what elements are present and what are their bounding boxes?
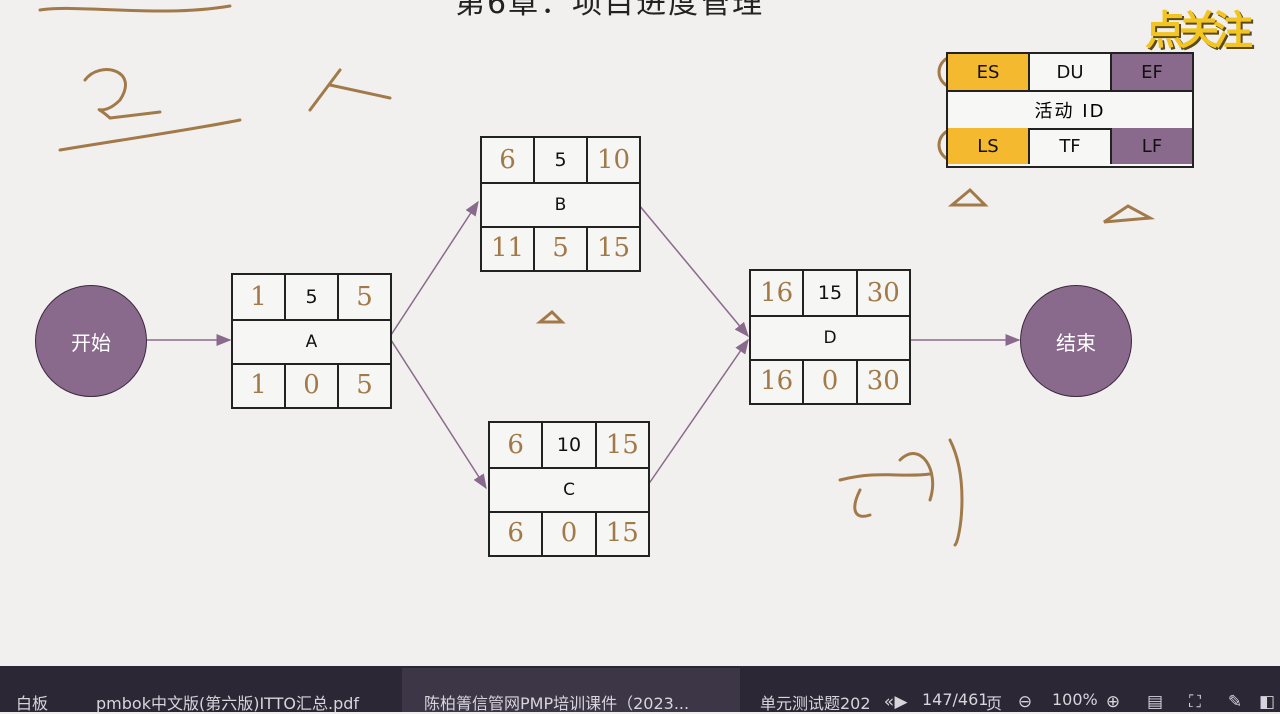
legend-lf: LF <box>1112 128 1192 164</box>
follow-watermark: 点关注 <box>1145 8 1253 54</box>
node-a-ls: 1 <box>233 363 286 407</box>
tab-itto-pdf[interactable]: pmbok中文版(第六版)ITTO汇总.pdf <box>96 694 360 713</box>
node-b-id: B <box>482 182 639 228</box>
node-b-tf: 5 <box>535 226 588 270</box>
legend-tf: TF <box>1030 128 1112 164</box>
node-d-ls: 16 <box>751 359 805 403</box>
zoom-out-icon[interactable]: ⊖ <box>1017 692 1033 712</box>
page-unit-label: 页 <box>986 694 1003 713</box>
slide-title: 第6章：项目进度管理 <box>455 0 765 21</box>
node-d-es: 16 <box>751 271 805 315</box>
end-node: 结束 <box>1020 285 1132 397</box>
node-a-id: A <box>233 319 390 365</box>
node-a-du: 5 <box>286 275 339 319</box>
legend-du: DU <box>1030 54 1112 90</box>
node-d-ef: 30 <box>866 278 900 308</box>
node-a-lf: 5 <box>356 370 373 400</box>
node-b-ls: 11 <box>482 226 535 270</box>
node-a-ef: 5 <box>356 282 373 312</box>
taskbar-active-tab-bg <box>402 668 740 712</box>
document-icon[interactable]: ▤ <box>1146 692 1164 712</box>
node-c-tf: 0 <box>543 511 597 555</box>
node-c-id: C <box>490 467 648 513</box>
activity-node-d: 16 15 30 D 16 0 30 <box>749 269 911 405</box>
node-a-es: 1 <box>233 275 286 319</box>
node-legend: ES DU EF 活动 ID LS TF LF <box>946 52 1194 168</box>
activity-node-c: 6 10 15 C 6 0 15 <box>488 421 650 557</box>
scroll-tabs-icon[interactable]: « <box>883 692 895 712</box>
fullscreen-icon[interactable]: ⛶ <box>1189 692 1201 712</box>
node-d-id: D <box>751 315 909 361</box>
slide-canvas: 第6章：项目进度管理 <box>35 0 1253 557</box>
activity-node-a: 1 5 5 A 1 0 5 <box>231 273 392 409</box>
tab-unit-test[interactable]: 单元测试题202 <box>760 694 871 713</box>
node-b-es: 6 <box>482 138 535 182</box>
node-b-lf: 15 <box>596 233 631 263</box>
legend-ef: EF <box>1112 54 1192 90</box>
next-tab-icon[interactable]: ▶ <box>894 692 908 712</box>
start-node: 开始 <box>35 285 147 397</box>
node-c-du: 10 <box>543 423 597 467</box>
node-d-tf: 0 <box>804 359 858 403</box>
legend-es: ES <box>948 54 1030 90</box>
zoom-level: 100% <box>1052 690 1098 709</box>
legend-activity-id: 活动 ID <box>948 90 1192 130</box>
pen-tool-icon[interactable]: ✎ <box>1227 692 1243 712</box>
node-b-du: 5 <box>535 138 588 182</box>
node-a-tf: 0 <box>286 363 339 407</box>
node-c-lf: 15 <box>605 518 639 548</box>
node-d-lf: 30 <box>866 366 900 396</box>
node-c-es: 6 <box>490 423 544 467</box>
page-indicator: 147/461 <box>922 690 989 709</box>
activity-node-b: 6 5 10 B 11 5 15 <box>480 136 641 272</box>
node-c-ef: 15 <box>605 430 639 460</box>
zoom-in-icon[interactable]: ⊕ <box>1105 692 1121 712</box>
eraser-icon[interactable]: ◧ <box>1258 692 1276 712</box>
node-c-ls: 6 <box>490 511 544 555</box>
node-d-du: 15 <box>804 271 858 315</box>
tab-course-pdf[interactable]: 陈柏箐信管网PMP培训课件（2023... <box>424 694 690 713</box>
whiteboard-button[interactable]: 白板 <box>16 694 49 713</box>
node-b-ef: 10 <box>596 145 631 175</box>
legend-ls: LS <box>948 128 1030 164</box>
